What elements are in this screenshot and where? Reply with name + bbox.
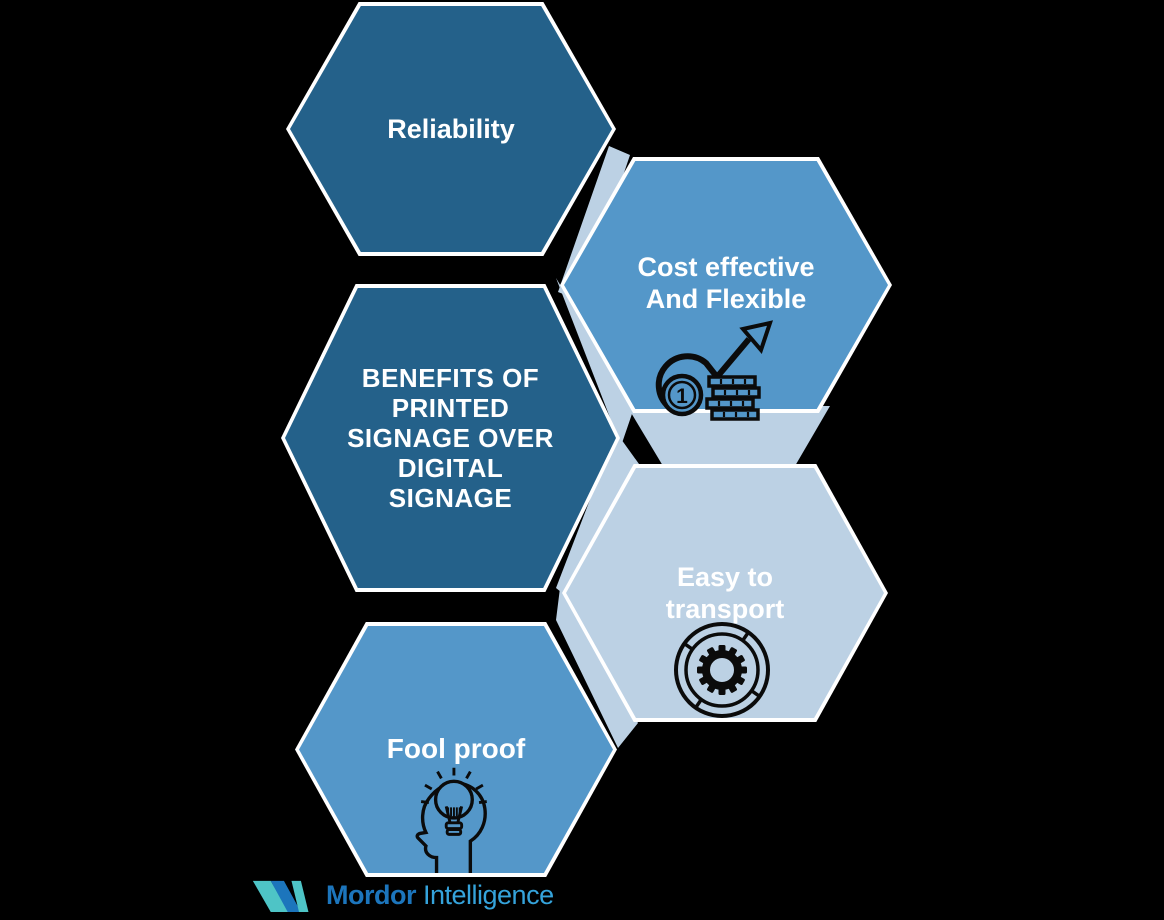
reliability-line: Reliability bbox=[387, 114, 515, 144]
bulb-filament bbox=[444, 806, 464, 836]
cost-line-1: Cost effective bbox=[637, 252, 815, 282]
connector-benefits-cost bbox=[556, 278, 634, 446]
hexagon-cost-label: Cost effective And Flexible bbox=[564, 251, 888, 315]
wheel-gear-icon bbox=[674, 622, 770, 718]
hexagon-easy-transport: Easy to transport bbox=[562, 464, 888, 722]
cost-line-2: And Flexible bbox=[645, 284, 807, 314]
connector-benefits-easy bbox=[556, 432, 639, 596]
mordor-logo-mark-icon bbox=[252, 880, 309, 912]
coin-growth-icon: 1 bbox=[655, 320, 774, 421]
hexagon-easy-label: Easy to transport bbox=[566, 561, 884, 625]
wheel-rim-dividers bbox=[683, 631, 761, 709]
hexagon-fool-label: Fool proof bbox=[299, 733, 613, 765]
benefits-line-1: BENEFITS OF bbox=[361, 363, 540, 393]
coin-one-label: 1 bbox=[676, 385, 688, 408]
logo-brand-light: Intelligence bbox=[422, 879, 554, 910]
coin-stack bbox=[705, 375, 761, 421]
benefits-line-4: DIGITAL bbox=[397, 453, 504, 483]
head-bulb-icon bbox=[415, 767, 487, 873]
hexagon-reliability-fill bbox=[290, 6, 612, 252]
hexagon-benefits-fill bbox=[285, 288, 616, 588]
hexagon-cost-effective: Cost effective And Flexible bbox=[560, 157, 892, 421]
page-title: BENEFITS OF PRINTED SIGNAGE OVER DIGITAL… bbox=[285, 363, 616, 513]
hexagon-benefits-title: BENEFITS OF PRINTED SIGNAGE OVER DIGITAL… bbox=[281, 284, 620, 592]
logo-brand-bold: Mordor bbox=[326, 879, 416, 910]
bulb-glass bbox=[433, 779, 474, 820]
hexagon-fool-fill bbox=[299, 626, 613, 873]
hexagon-easy-fill bbox=[566, 468, 884, 718]
fool-line-1: Fool proof bbox=[386, 733, 526, 764]
hexagon-reliability: Reliability bbox=[286, 2, 616, 256]
benefits-line-3: SIGNAGE OVER bbox=[347, 423, 554, 453]
gear bbox=[697, 645, 747, 695]
hexagon-reliability-label: Reliability bbox=[290, 113, 612, 145]
connector-easy-fool bbox=[556, 588, 638, 748]
coin-one: 1 bbox=[660, 373, 704, 417]
bulb-rays bbox=[420, 767, 487, 804]
hexagon-fool-proof: Fool proof bbox=[295, 622, 617, 877]
benefits-line-2: PRINTED bbox=[391, 393, 510, 423]
benefits-line-5: SIGNAGE bbox=[388, 483, 513, 513]
easy-line-1: Easy to bbox=[676, 562, 774, 592]
connector-cost-easy-funnel bbox=[627, 406, 830, 466]
easy-line-2: transport bbox=[665, 594, 785, 624]
